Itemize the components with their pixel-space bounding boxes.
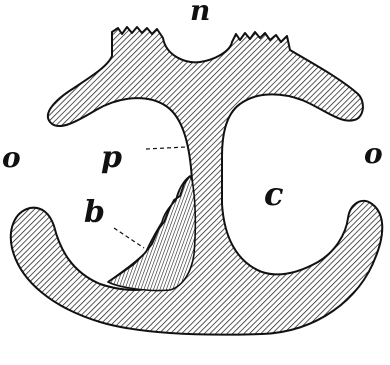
leader-line-p (146, 147, 186, 149)
label-o-right: o (364, 137, 383, 170)
label-c: c (264, 175, 283, 213)
hatched-section (11, 27, 382, 335)
label-b: b (84, 195, 105, 230)
label-o-left: o (2, 141, 21, 174)
leader-line-b (114, 228, 144, 248)
label-n: n (190, 0, 210, 27)
label-p: p (101, 140, 122, 175)
